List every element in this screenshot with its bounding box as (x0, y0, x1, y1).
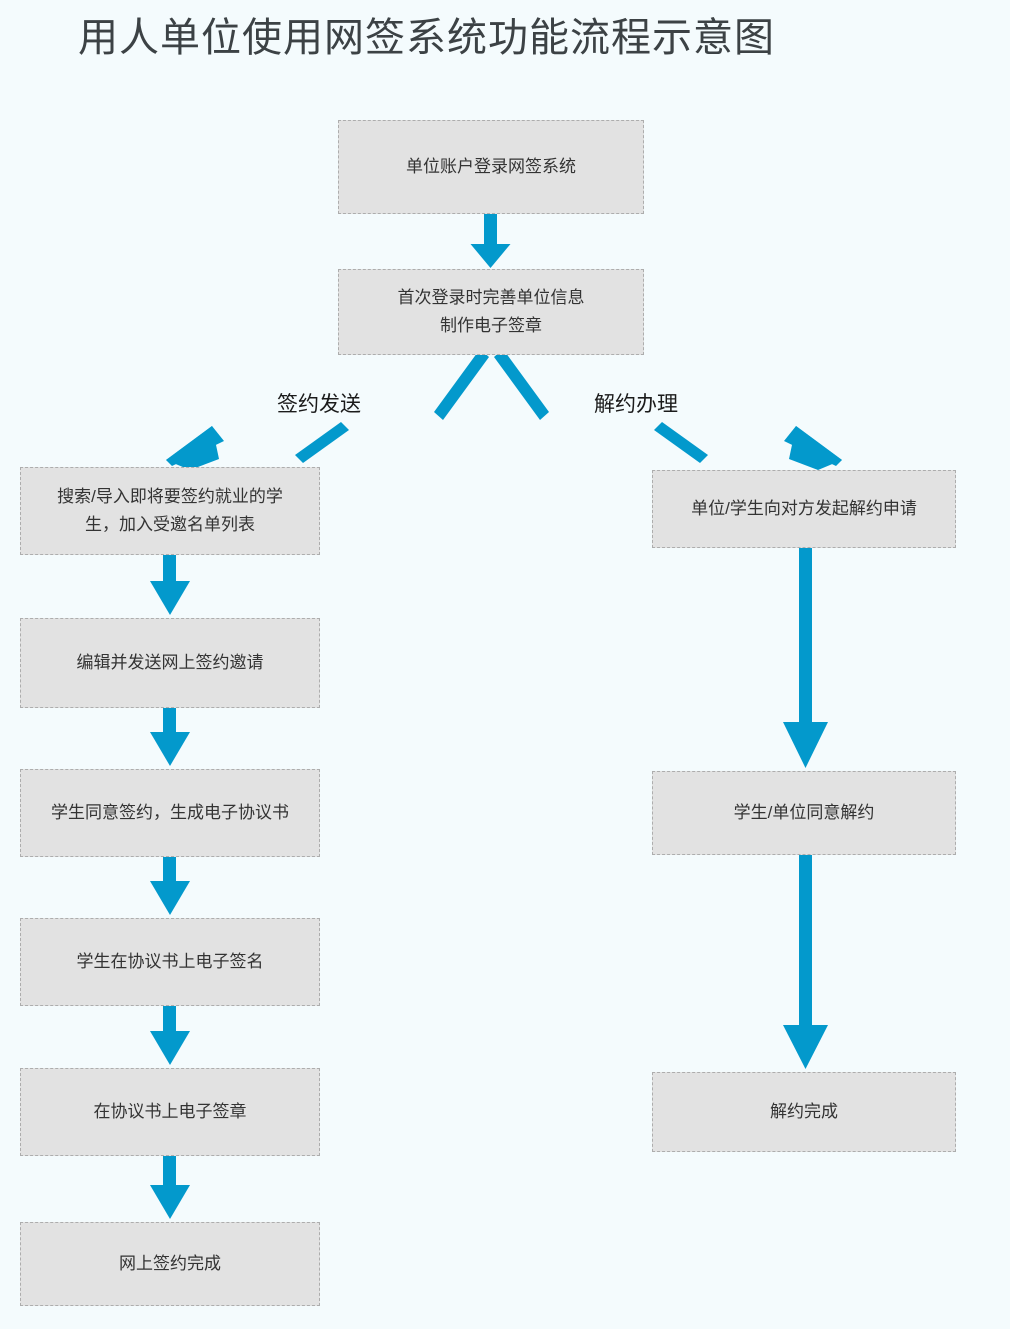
node-import-students[interactable]: 搜索/导入即将要签约就业的学 生，加入受邀名单列表 (20, 467, 320, 555)
node-login-label: 单位账户登录网签系统 (406, 157, 576, 176)
arrow-import-to-invite (150, 555, 190, 615)
branch-label-terminate: 解约办理 (594, 393, 678, 416)
arrow-login-to-profile (470, 214, 511, 268)
branch-label-sign: 签约发送 (277, 393, 361, 416)
node-send-invite[interactable]: 编辑并发送网上签约邀请 (20, 618, 320, 708)
arrow-agree-to-esign (150, 857, 190, 915)
node-employer-eseal[interactable]: 在协议书上电子签章 (20, 1068, 320, 1156)
node-import-students-label: 搜索/导入即将要签约就业的学 生，加入受邀名单列表 (57, 487, 283, 534)
node-signing-complete[interactable]: 网上签约完成 (20, 1222, 320, 1306)
node-employer-eseal-label: 在协议书上电子签章 (93, 1102, 247, 1121)
node-terminate-complete-label: 解约完成 (770, 1102, 838, 1121)
arrow-esign-to-eseal (150, 1006, 190, 1065)
node-send-invite-label: 编辑并发送网上签约邀请 (76, 653, 264, 672)
node-login[interactable]: 单位账户登录网签系统 (338, 120, 644, 214)
node-student-agree[interactable]: 学生同意签约，生成电子协议书 (20, 769, 320, 857)
arrow-terminate-to-accept (783, 548, 828, 768)
node-terminate-request-label: 单位/学生向对方发起解约申请 (691, 499, 917, 518)
node-student-esign[interactable]: 学生在协议书上电子签名 (20, 918, 320, 1006)
node-terminate-accept-label: 学生/单位同意解约 (733, 803, 875, 822)
node-terminate-accept[interactable]: 学生/单位同意解约 (652, 771, 956, 855)
node-student-agree-label: 学生同意签约，生成电子协议书 (51, 803, 289, 822)
node-signing-complete-label: 网上签约完成 (119, 1254, 221, 1273)
node-terminate-request[interactable]: 单位/学生向对方发起解约申请 (652, 470, 956, 548)
arrow-accept-to-tdone (783, 855, 828, 1069)
node-student-esign-label: 学生在协议书上电子签名 (76, 952, 264, 971)
arrow-eseal-to-done (150, 1156, 190, 1219)
node-terminate-complete[interactable]: 解约完成 (652, 1072, 956, 1152)
arrow-invite-to-agree (150, 708, 190, 766)
node-profile-label: 首次登录时完善单位信息 制作电子签章 (397, 288, 585, 335)
node-profile[interactable]: 首次登录时完善单位信息 制作电子签章 (338, 269, 644, 355)
page-title: 用人单位使用网签系统功能流程示意图 (78, 16, 775, 60)
